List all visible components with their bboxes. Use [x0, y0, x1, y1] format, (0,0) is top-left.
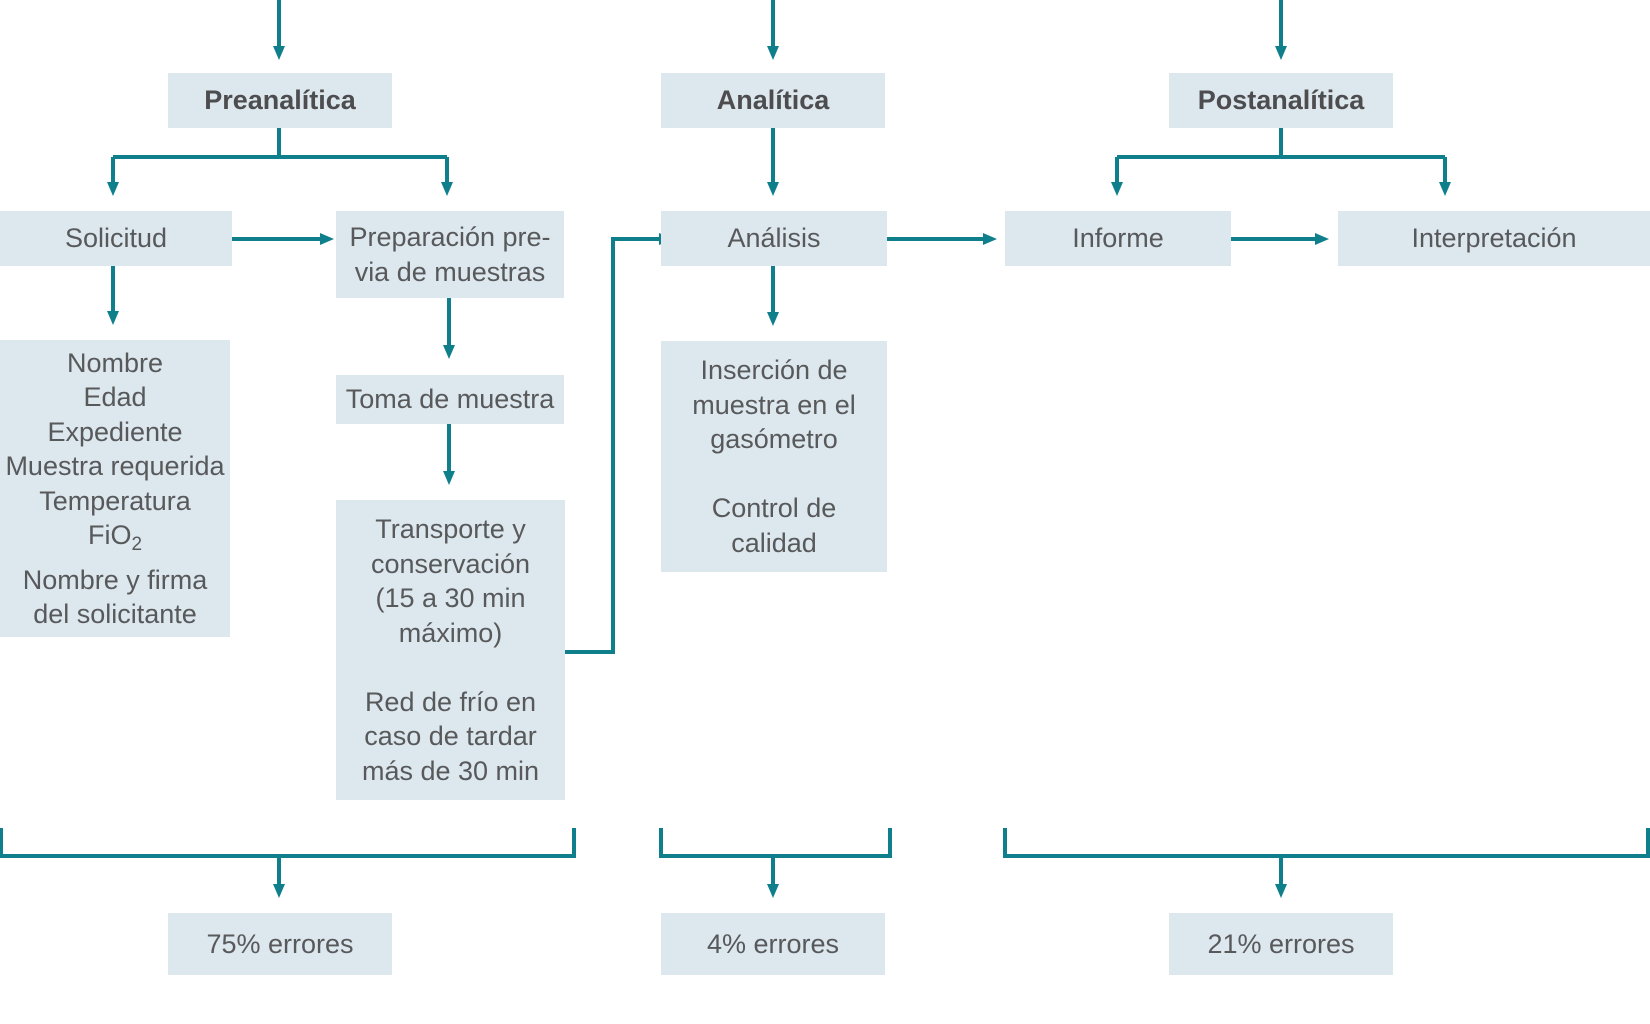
node-interpretacion: Interpretación [1338, 211, 1650, 266]
requisito-muestra-requerida: Muestra requerida [5, 451, 225, 481]
phase-header-postanalitica: Postanalítica [1169, 73, 1393, 128]
node-insercion-control: Inserción de muestra en el gasómetro Con… [661, 341, 887, 572]
error-box-analitica: 4% errores [661, 913, 885, 975]
phase-header-preanalitica: Preanalítica [168, 73, 392, 128]
requisito-firma-line2: del solicitante [33, 599, 197, 629]
requisito-fio2-base: FiO [87, 520, 132, 550]
requisito-fio2-subscript: 2 [131, 534, 143, 555]
node-informe: Informe [1005, 211, 1231, 266]
bracket-analitica [659, 828, 892, 858]
node-toma-de-muestra: Toma de muestra [336, 375, 564, 424]
node-preparacion-previa: Preparación pre- via de muestras [336, 211, 564, 298]
node-transporte-conservacion: Transporte y conservación (15 a 30 min m… [336, 500, 565, 800]
requisito-fio2: FiO2 [88, 518, 142, 563]
bracket-preanalitica [0, 828, 576, 858]
phase-header-analitica: Analítica [661, 73, 885, 128]
requisito-temperatura: Temperatura [39, 485, 191, 516]
arrow-transporte-to-analisis [565, 233, 673, 654]
node-analisis: Análisis [661, 211, 887, 266]
error-box-preanalitica: 75% errores [168, 913, 392, 975]
requisito-nombre: Nombre [66, 347, 164, 378]
node-solicitud: Solicitud [0, 211, 232, 266]
requisito-edad: Edad [83, 382, 147, 412]
node-requisitos-solicitud: Nombre Edad Expediente Muestra requerida… [0, 340, 230, 637]
requisito-firma-line1: Nombre y firma [22, 564, 208, 595]
requisito-expediente: Expediente [47, 416, 183, 447]
error-box-postanalitica: 21% errores [1169, 913, 1393, 975]
bracket-postanalitica [1003, 828, 1650, 858]
